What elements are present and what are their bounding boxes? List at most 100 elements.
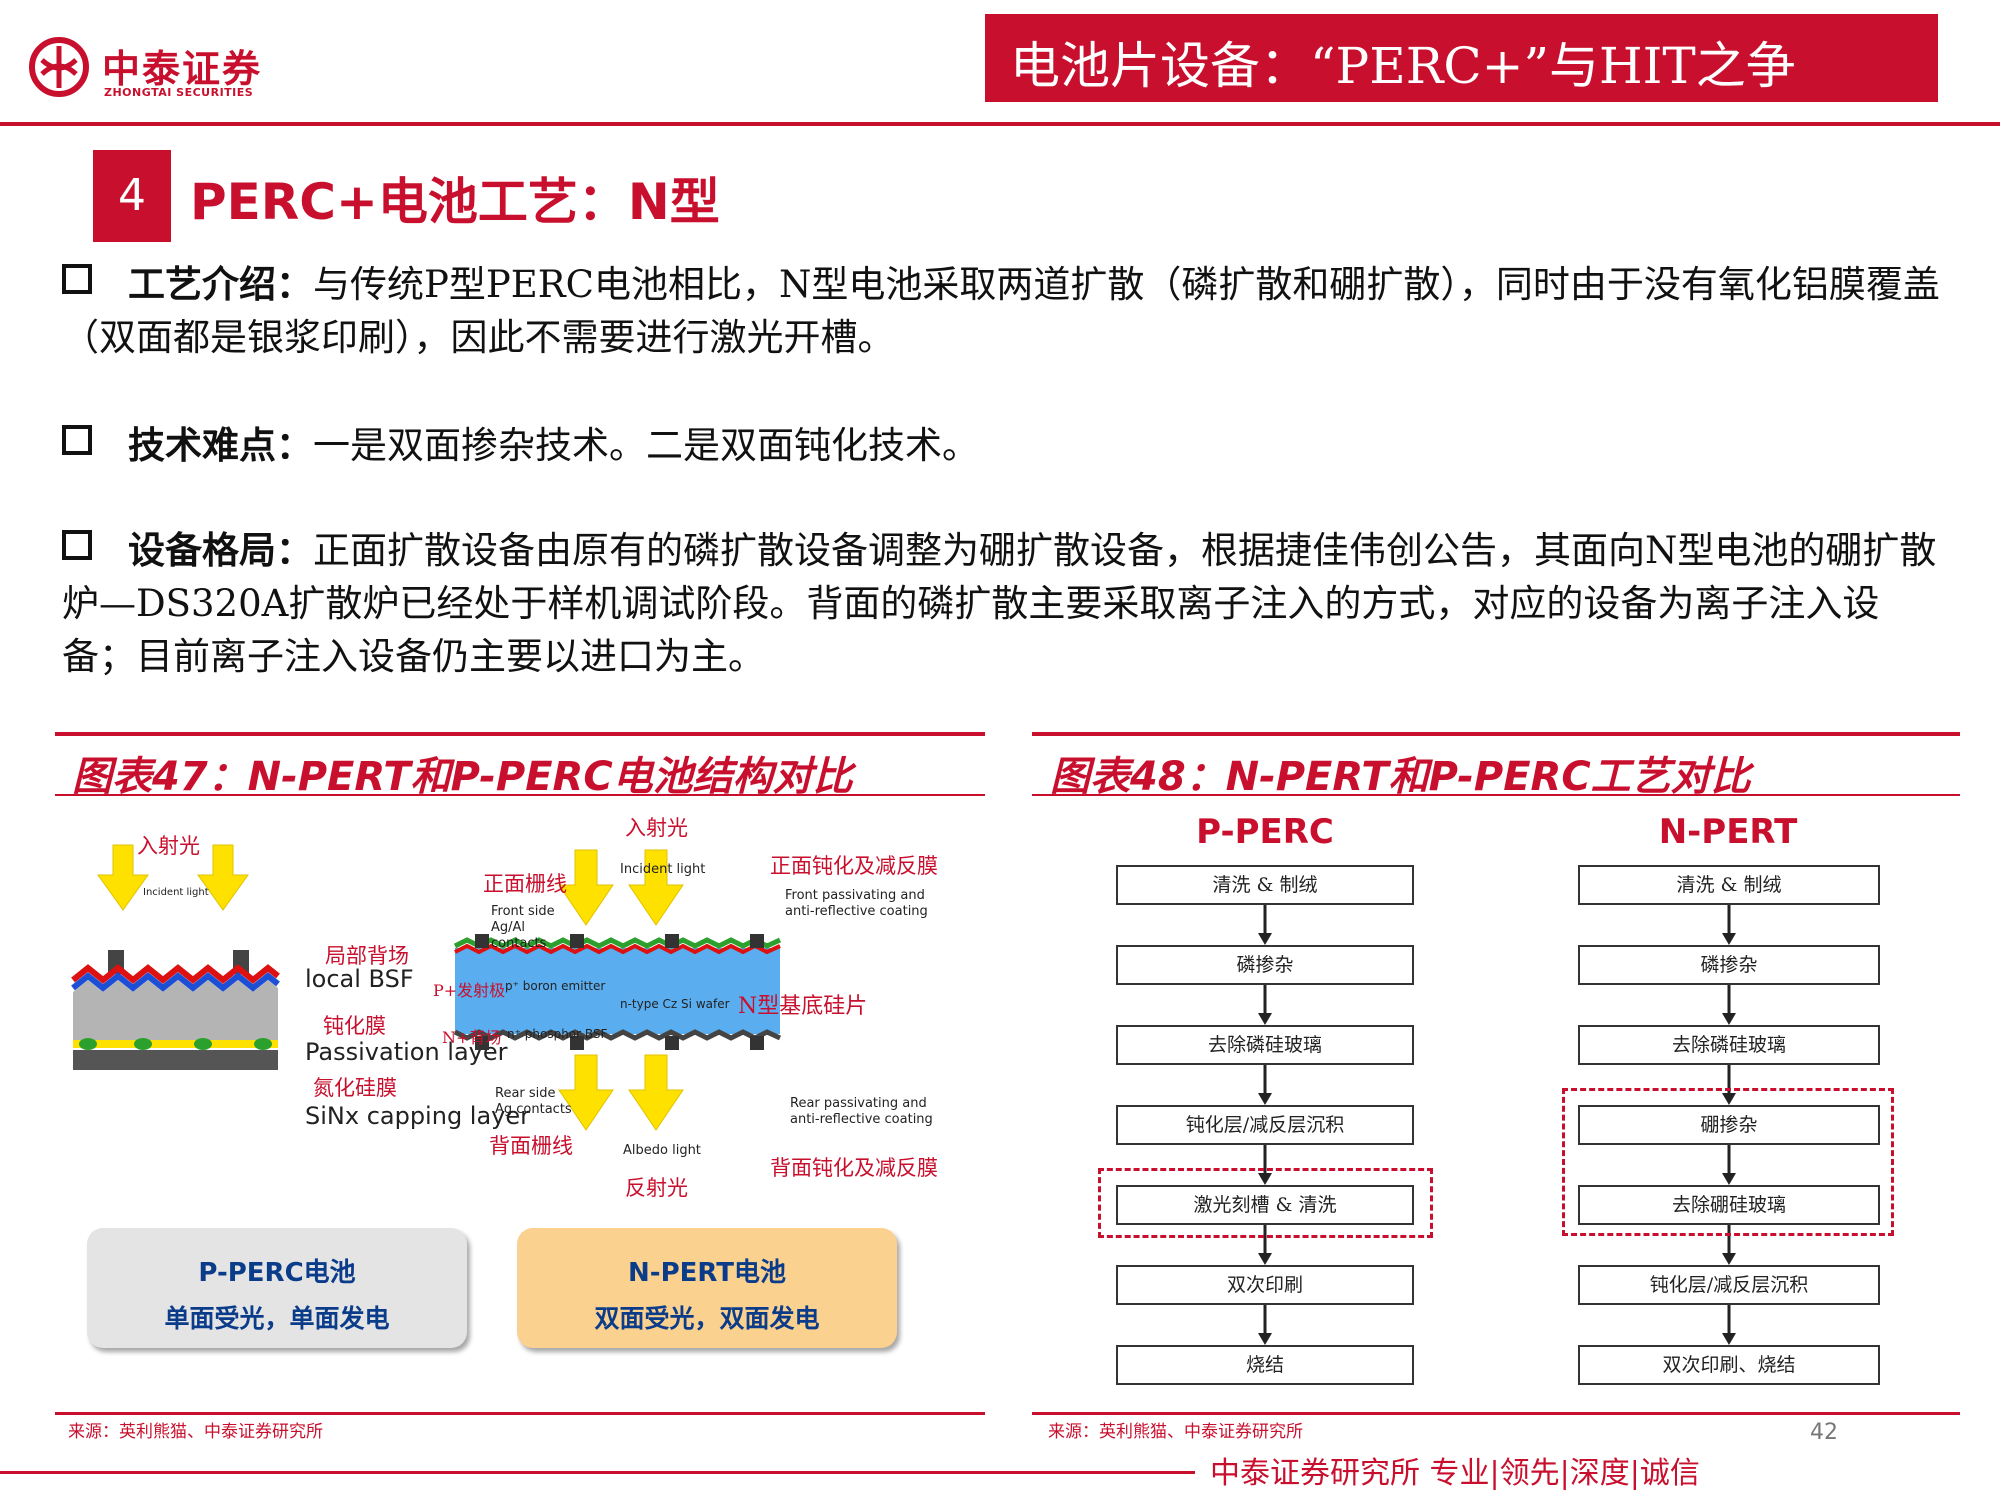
right-p-emitter-cn: P+发射极: [433, 981, 506, 1000]
p-perc-summary-card: P-PERC电池 单面受光，单面发电: [87, 1228, 467, 1348]
footer-divider: [0, 1471, 1195, 1474]
n-pert-summary-card: N-PERT电池 双面受光，双面发电: [517, 1228, 897, 1348]
flow-arrow-head: [1722, 933, 1736, 945]
right-n-bsf-en: n⁺ phosphor BSF: [507, 1027, 608, 1041]
logo-chinese-name: 中泰证券: [102, 47, 263, 91]
fig48-title: 图表48：N-PERT和P-PERC工艺对比: [1050, 754, 1751, 800]
left-incident-light-en: Incident light: [143, 887, 209, 898]
p-perc-column-head: P-PERC: [1196, 812, 1334, 852]
left-passivation-cn: 钝化膜: [323, 1014, 386, 1038]
p-perc-structure-icon: [71, 844, 280, 1070]
p-perc-step: 清洗 & 制绒: [1116, 865, 1414, 905]
right-rear-pass-en: Rear passivating and anti-reflective coa…: [790, 1096, 933, 1127]
n-pert-step: 磷掺杂: [1578, 945, 1880, 985]
left-incident-light-cn: 入射光: [137, 834, 200, 858]
p-perc-step: 磷掺杂: [1116, 945, 1414, 985]
p-perc-step: 激光刻槽 & 清洗: [1116, 1185, 1414, 1225]
right-rear-grid-cn: 背面栅线: [489, 1134, 573, 1158]
left-bsf-cn: 局部背场: [325, 944, 409, 968]
flow-arrow-head: [1258, 1013, 1272, 1025]
p-perc-step: 钝化层/减反层沉积: [1116, 1105, 1414, 1145]
flow-arrow-head: [1722, 1253, 1736, 1265]
right-wafer-cn: N型基底硅片: [738, 994, 868, 1019]
right-front-grid-en: Front side Ag/Al contacts: [491, 904, 555, 951]
right-wafer-en: n-type Cz Si wafer: [620, 997, 730, 1011]
paragraph-text: 一是双面掺杂技术。二是双面钝化技术。: [313, 424, 979, 467]
logo-english-name: ZHONGTAI SECURITIES: [104, 86, 254, 99]
n-pert-step: 钝化层/减反层沉积: [1578, 1265, 1880, 1305]
p-perc-step: 去除磷硅玻璃: [1116, 1025, 1414, 1065]
left-passivation-en: Passivation layer: [305, 1038, 508, 1066]
right-rear-pass-cn: 背面钝化及减反膜: [770, 1156, 938, 1180]
paragraph-lead: 设备格局：: [128, 528, 313, 572]
bullet-box-icon: [62, 530, 92, 560]
right-n-bsf-cn: N+背场: [442, 1028, 502, 1047]
fig47-source: 来源：英利熊猫、中泰证券研究所: [68, 1422, 323, 1442]
slide-title-banner: [985, 14, 1938, 102]
right-albedo-en: Albedo light: [623, 1143, 701, 1158]
process-flow-arrows: [1258, 905, 1736, 1345]
fig48-source: 来源：英利熊猫、中泰证券研究所: [1048, 1422, 1303, 1442]
n-pert-step: 去除硼硅玻璃: [1578, 1185, 1880, 1225]
flow-arrow-head: [1722, 1093, 1736, 1105]
right-front-grid-cn: 正面栅线: [483, 872, 567, 896]
right-p-emitter-en: p⁺ boron emitter: [505, 979, 606, 993]
n-pert-column-head: N-PERT: [1658, 812, 1798, 852]
right-front-pass-cn: 正面钝化及减反膜: [770, 854, 938, 878]
right-incident-light-en: Incident light: [620, 862, 706, 877]
flow-arrow-head: [1722, 1013, 1736, 1025]
p-perc-diff-highlight: [1098, 1168, 1433, 1238]
flow-arrow-head: [1258, 933, 1272, 945]
paragraph-text: 与传统P型PERC电池相比，N型电池采取两道扩散（磷扩散和硼扩散），同时由于没有…: [62, 263, 1940, 359]
n-pert-step: 硼掺杂: [1578, 1105, 1880, 1145]
right-front-pass-en: Front passivating and anti-reflective co…: [785, 888, 928, 919]
fig48-title-rule: [1032, 794, 1960, 796]
fig47-title: 图表47：N-PERT和P-PERC电池结构对比: [72, 754, 853, 800]
fig47-top-rule: [55, 732, 985, 736]
left-sin-en: SiNx capping layer: [305, 1102, 531, 1130]
paragraph-lead: 技术难点：: [128, 423, 313, 467]
page-number: 42: [1810, 1420, 1838, 1445]
n-pert-structure-icon: [453, 849, 782, 1131]
paragraph-equipment-landscape: 设备格局：正面扩散设备由原有的磷扩散设备调整为硼扩散设备，根据捷佳伟创公告，其面…: [62, 524, 1942, 683]
left-bsf-en: local BSF: [305, 965, 414, 993]
paragraph-text: 正面扩散设备由原有的磷扩散设备调整为硼扩散设备，根据捷佳伟创公告，其面向N型电池…: [62, 529, 1937, 678]
flow-arrow-head: [1258, 1173, 1272, 1185]
p-perc-card-name: P-PERC电池: [198, 1258, 356, 1288]
company-logo: 中泰证券 ZHONGTAI SECURITIES: [28, 30, 288, 110]
n-pert-card-name: N-PERT电池: [628, 1258, 786, 1288]
slide-title: 电池片设备：“PERC+”与HIT之争: [1010, 37, 1796, 95]
flow-arrow-head: [1258, 1333, 1272, 1345]
p-perc-step: 烧结: [1116, 1345, 1414, 1385]
section-title: PERC+电池工艺：N型: [190, 173, 720, 231]
paragraph-tech-difficulty: 技术难点：一是双面掺杂技术。二是双面钝化技术。: [62, 419, 1942, 472]
logo-mark-icon: [29, 37, 89, 97]
bullet-box-icon: [62, 264, 92, 294]
section-number: 4: [93, 150, 171, 242]
bullet-box-icon: [62, 425, 92, 455]
n-pert-step: 清洗 & 制绒: [1578, 865, 1880, 905]
n-pert-step: 去除磷硅玻璃: [1578, 1025, 1880, 1065]
p-perc-card-desc: 单面受光，单面发电: [164, 1304, 390, 1333]
flow-arrow-head: [1722, 1333, 1736, 1345]
flow-arrow-head: [1258, 1093, 1272, 1105]
fig48-bottom-rule: [1032, 1412, 1960, 1415]
n-pert-diff-highlight: [1562, 1088, 1894, 1236]
p-perc-step: 双次印刷: [1116, 1265, 1414, 1305]
n-pert-step: 双次印刷、烧结: [1578, 1345, 1880, 1385]
left-sin-cn: 氮化硅膜: [313, 1076, 397, 1100]
fig47-bottom-rule: [55, 1412, 985, 1415]
right-rear-grid-en: Rear side Ag contacts: [495, 1086, 572, 1117]
fig47-diagram: 入射光 Incident light 局部背场 local BSF 钝化膜 Pa…: [55, 800, 985, 1400]
flow-arrow-head: [1722, 1173, 1736, 1185]
header-divider: [0, 122, 2000, 126]
paragraph-lead: 工艺介绍：: [128, 262, 313, 306]
footer-slogan: 中泰证券研究所 专业|领先|深度|诚信: [1210, 1456, 1700, 1491]
fig48-top-rule: [1032, 732, 1960, 736]
flow-arrow-head: [1258, 1253, 1272, 1265]
fig47-title-rule: [55, 794, 985, 796]
right-incident-light-cn: 入射光: [625, 816, 688, 840]
paragraph-process-intro: 工艺介绍：与传统P型PERC电池相比，N型电池采取两道扩散（磷扩散和硼扩散），同…: [62, 258, 1942, 364]
n-pert-card-desc: 双面受光，双面发电: [594, 1304, 820, 1333]
right-albedo-cn: 反射光: [625, 1176, 688, 1200]
